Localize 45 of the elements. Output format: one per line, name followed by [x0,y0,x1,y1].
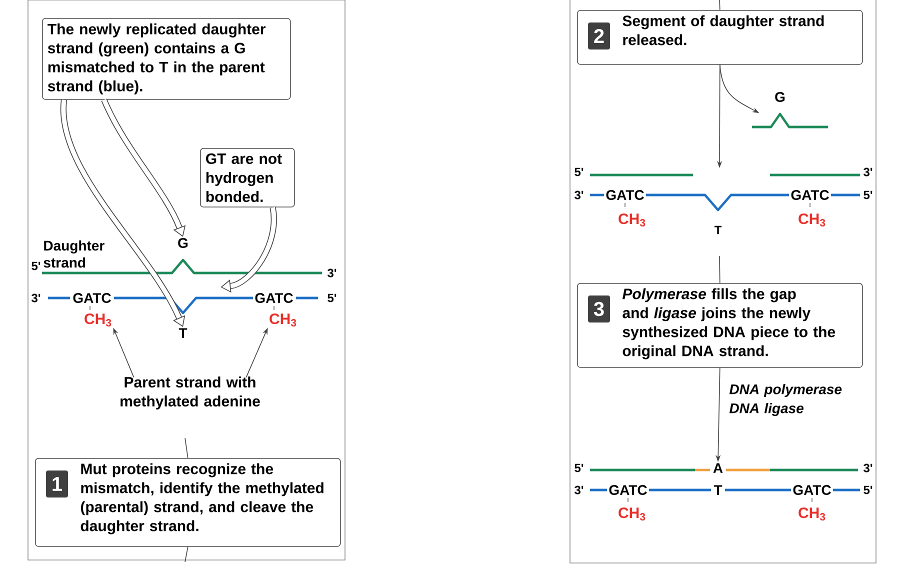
step-box: 1 Mut proteins recognize the mismatch, identify the methylated (parental) strand, and cleave the daughter strand. [35,458,341,547]
methyl-label: CH$_{3}$ [270,314,296,326]
end-label: 3' [574,190,584,200]
strand-label: Daughter strand [44,240,104,268]
end-label: 5' [574,168,584,176]
base-label: GATC [791,190,829,200]
connector-line [184,546,188,562]
hollow-arrow [60,100,186,327]
base-label: GATC [793,485,831,495]
end-label: 3' [864,464,872,472]
end-label: 5' [328,294,336,302]
edge-label: DNA polymerase DNA ligase [729,384,842,416]
end-label: T [714,226,722,234]
methyl-label: CH$_{3}$ [618,508,646,520]
methyl-label: CH$_{3}$ [84,314,112,326]
methyl-label: CH$_{3}$ [798,214,826,226]
callout-box: The newly replicated daughter strand (green) contains a G mismatched to T in the parent strand (blue). [42,18,291,100]
base-label: G [178,238,188,248]
end-label: 3' [32,294,40,302]
hollow-arrow [220,207,277,293]
end-label: 5' [32,262,40,270]
annotation-text: Parent strand with methylated adenine [120,376,260,410]
base-label: A [713,463,723,473]
connector-line [719,256,720,284]
connector-line [719,0,720,10]
step-box: 3 Polymerase fills the gap and ligase joins the newly synthesized DNA piece to the original DNA strand. [577,283,863,368]
base-label: GATC [609,485,647,495]
base-label: GATC [255,293,293,303]
callout-box: GT are not hydrogen bonded. [200,148,295,208]
end-label: 5' [864,486,872,494]
base-label: T [178,328,188,338]
base-label: GATC [73,293,111,303]
end-label: 5' [574,464,584,472]
end-label: 3' [574,486,584,494]
base-label: T [714,485,722,495]
end-label: 3' [328,268,336,278]
hollow-arrow [101,98,186,237]
step-box: 2 Segment of daughter strand released. [577,10,863,65]
end-label: 3' [864,168,872,176]
base-label: GATC [606,190,644,200]
methyl-label: CH$_{3}$ [798,508,826,520]
methyl-label: CH$_{3}$ [618,214,646,226]
released-fragment: G [752,92,828,128]
end-label: 5' [864,190,872,200]
connector-line [184,438,188,458]
